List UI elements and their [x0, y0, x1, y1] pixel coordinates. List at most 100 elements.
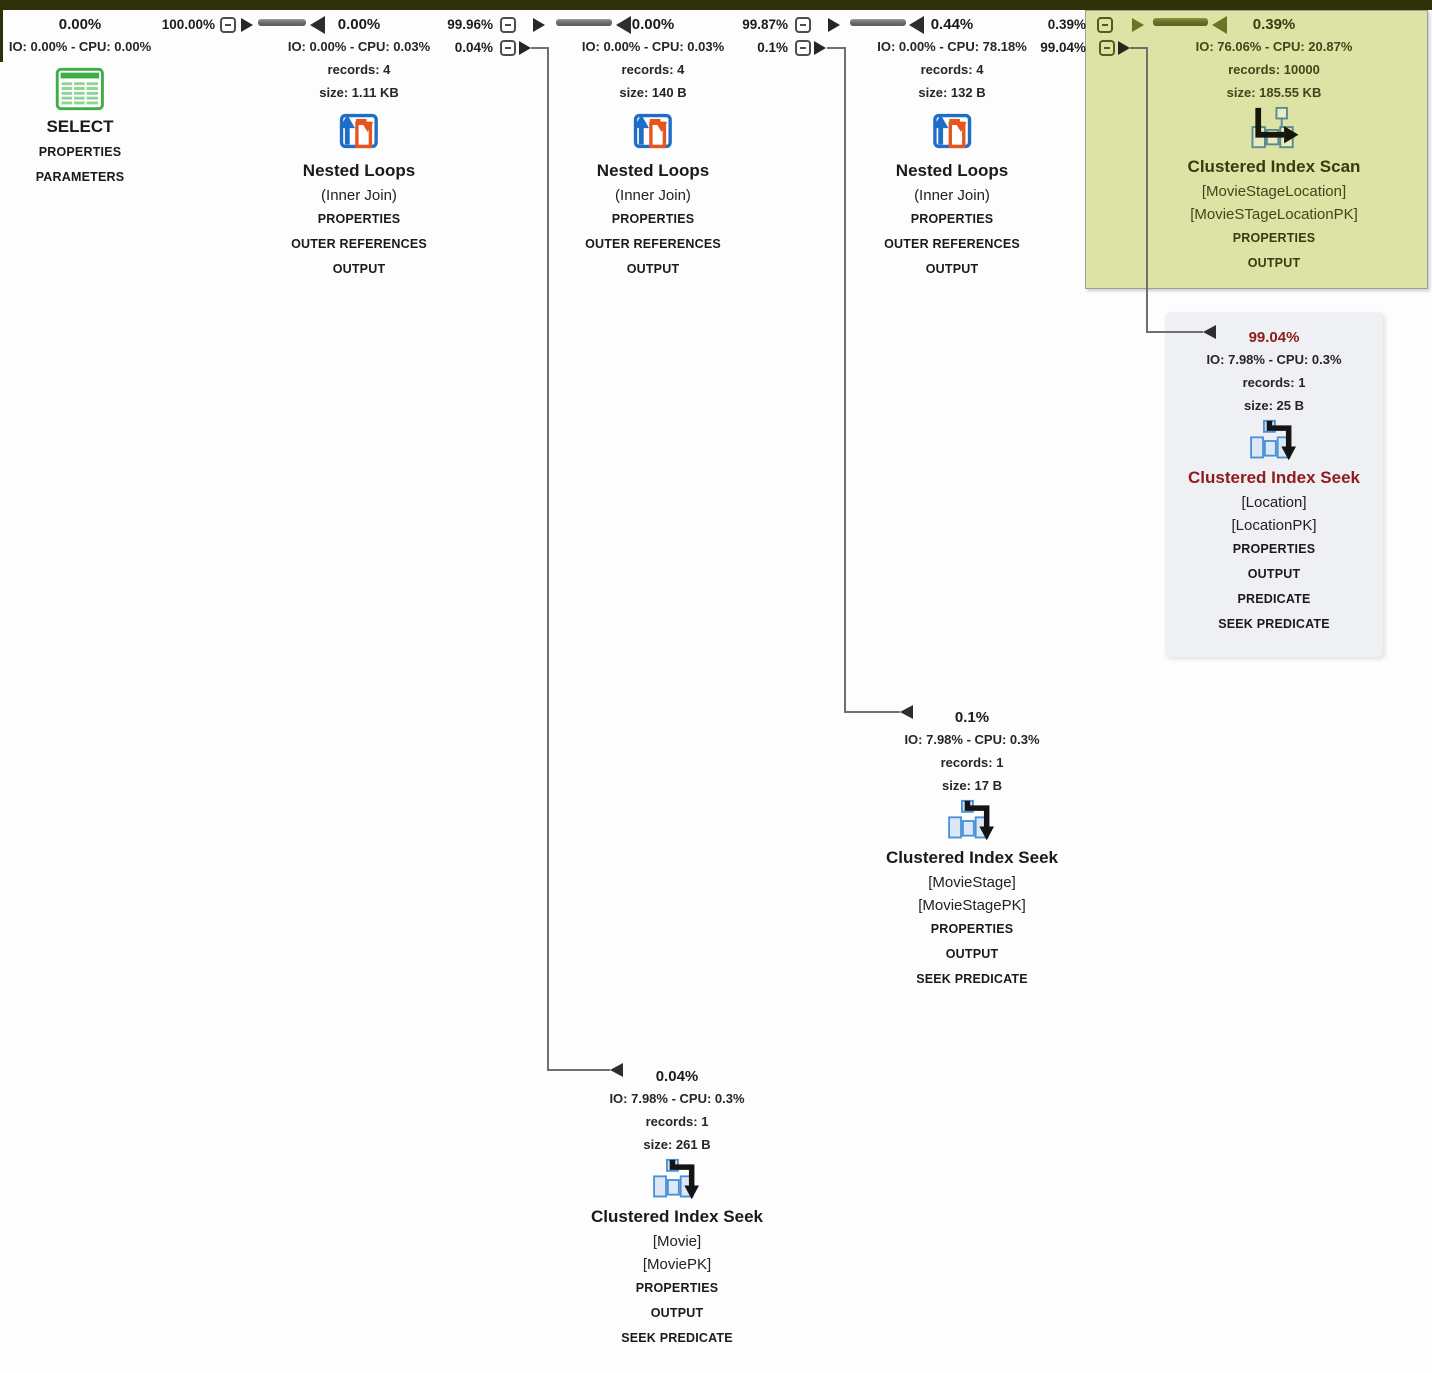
clustered-index-seek-icon	[591, 1156, 763, 1204]
node-io-cpu: IO: 7.98% - CPU: 0.3%	[1206, 352, 1342, 367]
output-link[interactable]: OUTPUT	[1247, 256, 1301, 270]
node-records: records: 1	[645, 1114, 709, 1129]
node-index: [MovieStagePK]	[918, 897, 1026, 914]
node-title: Nested Loops	[596, 161, 710, 180]
arrowhead-left-icon	[616, 16, 631, 34]
node-cost-pct: 0.00%	[58, 16, 102, 33]
edge-pct-label: 99.87%	[742, 17, 788, 32]
left-accent-strip	[0, 0, 3, 62]
seek-predicate-link[interactable]: SEEK PREDICATE	[1218, 617, 1330, 631]
node-cost-pct: 99.04%	[1248, 329, 1300, 346]
seek-predicate-link[interactable]: SEEK PREDICATE	[916, 972, 1028, 986]
plan-node-nested-loops-1[interactable]: 0.00% IO: 0.00% - CPU: 0.03% records: 4 …	[288, 14, 430, 282]
node-io-cpu: IO: 76.06% - CPU: 20.87%	[1195, 39, 1353, 54]
node-records: records: 4	[327, 62, 391, 77]
outer-references-link[interactable]: OUTER REFERENCES	[291, 237, 427, 251]
flow-line	[1153, 18, 1208, 26]
output-link[interactable]: OUTPUT	[332, 262, 386, 276]
plan-node-nested-loops-3[interactable]: 0.44% IO: 0.00% - CPU: 78.18% records: 4…	[877, 14, 1027, 282]
plan-node-clustered-index-seek-moviestage[interactable]: 0.1% IO: 7.98% - CPU: 0.3% records: 1 si…	[886, 707, 1058, 992]
arrowhead-left-icon	[310, 16, 325, 34]
arrowhead-left-icon	[900, 705, 913, 719]
result-table-icon	[9, 58, 151, 114]
outer-references-link[interactable]: OUTER REFERENCES	[884, 237, 1020, 251]
predicate-link[interactable]: PREDICATE	[1237, 592, 1311, 606]
arrow-right-icon	[1132, 18, 1144, 32]
node-io-cpu: IO: 0.00% - CPU: 0.00%	[8, 39, 152, 54]
output-link[interactable]: OUTPUT	[945, 947, 999, 961]
collapse-button[interactable]	[795, 40, 811, 56]
node-cost-pct: 0.00%	[337, 16, 381, 33]
plan-node-clustered-index-seek-movie[interactable]: 0.04% IO: 7.98% - CPU: 0.3% records: 1 s…	[591, 1066, 763, 1351]
selected-node-card-background	[1165, 312, 1383, 657]
node-index: [MovieSTageLocationPK]	[1190, 206, 1358, 223]
edge-pct-label: 99.04%	[1040, 40, 1086, 55]
outer-references-link[interactable]: OUTER REFERENCES	[585, 237, 721, 251]
node-title: Nested Loops	[895, 161, 1009, 180]
plan-node-select[interactable]: 0.00% IO: 0.00% - CPU: 0.00% SELECT PROP…	[9, 14, 151, 190]
node-title: Clustered Index Seek	[886, 848, 1058, 867]
properties-link[interactable]: PROPERTIES	[611, 212, 695, 226]
output-link[interactable]: OUTPUT	[1247, 567, 1301, 581]
properties-link[interactable]: PROPERTIES	[1232, 542, 1316, 556]
top-accent-bar	[0, 0, 1432, 10]
output-link[interactable]: OUTPUT	[626, 262, 680, 276]
node-size: size: 132 B	[918, 85, 986, 100]
arrow-right-icon	[1118, 41, 1130, 55]
properties-link[interactable]: PROPERTIES	[1232, 231, 1316, 245]
parameters-link[interactable]: PARAMETERS	[35, 170, 125, 184]
node-table: [MovieStageLocation]	[1201, 183, 1347, 200]
node-cost-pct: 0.39%	[1252, 16, 1296, 33]
collapse-button[interactable]	[500, 40, 516, 56]
node-subtitle: (Inner Join)	[914, 187, 990, 204]
clustered-index-seek-icon	[886, 797, 1058, 845]
seek-predicate-link[interactable]: SEEK PREDICATE	[621, 1331, 733, 1345]
plan-node-clustered-index-seek-location[interactable]: 99.04% IO: 7.98% - CPU: 0.3% records: 1 …	[1188, 327, 1360, 637]
node-table: [MovieStage]	[928, 874, 1016, 891]
plan-node-nested-loops-2[interactable]: 0.00% IO: 0.00% - CPU: 0.03% records: 4 …	[582, 14, 724, 282]
properties-link[interactable]: PROPERTIES	[38, 145, 122, 159]
node-io-cpu: IO: 0.00% - CPU: 78.18%	[877, 39, 1027, 54]
output-link[interactable]: OUTPUT	[650, 1306, 704, 1320]
collapse-button[interactable]	[220, 17, 236, 33]
node-table: [Movie]	[652, 1233, 702, 1250]
node-title: Nested Loops	[302, 161, 416, 180]
edge-pct-label: 0.1%	[757, 40, 788, 55]
flow-line	[258, 19, 306, 26]
arrowhead-left-icon	[1212, 16, 1227, 34]
node-size: size: 140 B	[619, 85, 687, 100]
node-records: records: 4	[920, 62, 984, 77]
node-size: size: 17 B	[942, 778, 1002, 793]
plan-node-clustered-index-scan[interactable]: 0.39% IO: 76.06% - CPU: 20.87% records: …	[1188, 14, 1361, 276]
node-title: Clustered Index Seek	[591, 1207, 763, 1226]
nested-loops-icon	[877, 104, 1027, 158]
collapse-button[interactable]	[1099, 40, 1115, 56]
clustered-index-scan-icon	[1188, 104, 1361, 154]
node-io-cpu: IO: 7.98% - CPU: 0.3%	[904, 732, 1040, 747]
node-io-cpu: IO: 0.00% - CPU: 0.03%	[287, 39, 431, 54]
properties-link[interactable]: PROPERTIES	[930, 922, 1014, 936]
properties-link[interactable]: PROPERTIES	[910, 212, 994, 226]
node-size: size: 261 B	[643, 1137, 711, 1152]
node-subtitle: (Inner Join)	[321, 187, 397, 204]
collapse-button[interactable]	[1097, 17, 1113, 33]
node-cost-pct: 0.44%	[930, 16, 974, 33]
collapse-button[interactable]	[500, 17, 516, 33]
arrowhead-left-icon	[610, 1063, 623, 1077]
properties-link[interactable]: PROPERTIES	[635, 1281, 719, 1295]
node-title: Clustered Index Scan	[1187, 157, 1361, 176]
edge-pct-label: 0.04%	[454, 40, 493, 55]
collapse-button[interactable]	[795, 17, 811, 33]
arrow-right-icon	[533, 18, 545, 32]
arrow-right-icon	[519, 41, 531, 55]
arrow-right-icon	[241, 18, 253, 32]
node-records: records: 10000	[1228, 62, 1320, 77]
node-table: [Location]	[1241, 494, 1307, 511]
node-io-cpu: IO: 7.98% - CPU: 0.3%	[609, 1091, 745, 1106]
edge-pct-label: 100.00%	[161, 17, 215, 32]
output-link[interactable]: OUTPUT	[925, 262, 979, 276]
node-title: Clustered Index Seek	[1188, 468, 1360, 487]
node-index: [LocationPK]	[1231, 517, 1317, 534]
arrowhead-left-icon	[909, 16, 924, 34]
properties-link[interactable]: PROPERTIES	[317, 212, 401, 226]
